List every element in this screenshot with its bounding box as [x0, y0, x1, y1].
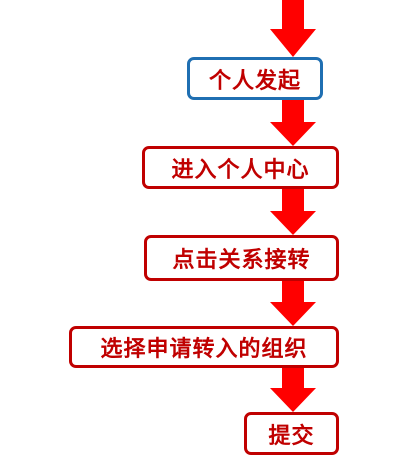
step-enter-personal-center: 进入个人中心	[142, 146, 339, 189]
arrow-down-3-shape	[270, 189, 316, 235]
arrow-down-5-shape	[270, 368, 316, 412]
step-label: 进入个人中心	[171, 157, 310, 183]
arrow-down-2	[270, 100, 316, 146]
step-label: 选择申请转入的组织	[100, 337, 308, 362]
arrow-down-2-shape	[270, 100, 316, 146]
step-submit: 提交	[244, 412, 339, 455]
step-personal-initiate: 个人发起	[187, 57, 323, 100]
arrow-down-1-shape	[270, 0, 316, 57]
step-label: 个人发起	[208, 68, 301, 94]
step-label: 提交	[268, 423, 315, 449]
arrow-down-4	[270, 281, 316, 326]
step-click-relation-transfer: 点击关系接转	[144, 235, 339, 281]
arrow-down-4-shape	[270, 281, 316, 326]
step-label: 点击关系接转	[172, 248, 311, 273]
arrow-down-3	[270, 189, 316, 235]
arrow-down-1	[270, 0, 316, 57]
arrow-down-5	[270, 368, 316, 412]
step-select-target-organization: 选择申请转入的组织	[69, 326, 339, 368]
